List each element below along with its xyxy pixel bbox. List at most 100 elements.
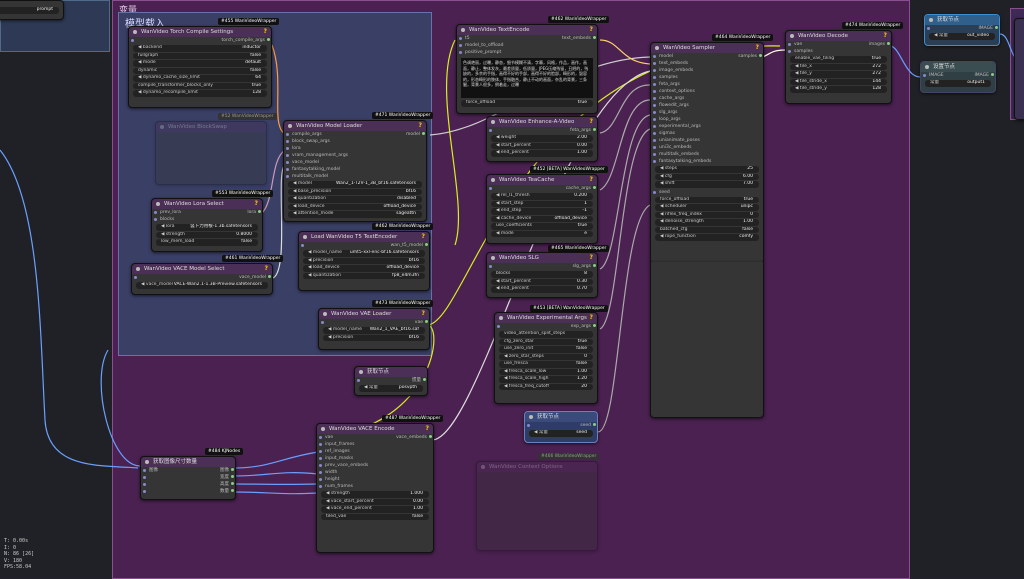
input-cache-args[interactable]: cache_args: [651, 95, 763, 102]
input-prev-vace-embeds[interactable]: prev_vace_embeds: [317, 462, 433, 469]
far-right-partial-node[interactable]: [1014, 18, 1024, 120]
input-experimental-args[interactable]: experimental_args: [651, 123, 763, 130]
help-icon[interactable]: ?: [263, 28, 267, 35]
input-sigmas[interactable]: sigmas: [651, 130, 763, 137]
teacache-node[interactable]: WanVideo TeaCache? cache_args ◀ rel_l1_t…: [486, 174, 598, 244]
help-icon[interactable]: ?: [883, 32, 887, 39]
output-slot[interactable]: feta_args: [487, 127, 597, 134]
input-slg-args[interactable]: slg_args: [651, 109, 763, 116]
output-slot[interactable]: exp_args: [495, 323, 597, 330]
help-icon[interactable]: ?: [254, 200, 258, 207]
input-samples[interactable]: samples: [651, 74, 763, 81]
widget-end-step[interactable]: ◀ end_step-1: [491, 208, 593, 215]
experimental-args-node[interactable]: WanVideo Experimental Args? exp_args vid…: [494, 312, 598, 404]
input-text-embeds[interactable]: text_embeds: [651, 60, 763, 67]
output-width[interactable]: 宽度: [141, 474, 235, 481]
input-ref-images[interactable]: ref_images: [317, 448, 433, 455]
input-height[interactable]: height: [317, 476, 433, 483]
output-slot[interactable]: cache_args: [487, 185, 597, 192]
input-samples[interactable]: samples: [786, 48, 891, 55]
input-multitalk-embeds[interactable]: multitalk_embeds: [651, 151, 763, 158]
input-context-options[interactable]: context_options: [651, 88, 763, 95]
torch-compile-node[interactable]: WanVideo Torch Compile Settings? torch_c…: [128, 26, 272, 108]
output-slot[interactable]: seed: [525, 422, 597, 429]
input-num-frames[interactable]: num_frames: [317, 483, 433, 490]
input-image-embeds[interactable]: image_embeds: [651, 67, 763, 74]
help-icon[interactable]: ?: [755, 44, 759, 51]
output-slot[interactable]: wan_t5_model: [299, 242, 429, 249]
input-blocks[interactable]: blocks: [152, 216, 262, 223]
input-lora[interactable]: lora: [284, 145, 426, 152]
input-input-frames[interactable]: input_frames: [317, 441, 433, 448]
help-icon[interactable]: ?: [418, 122, 422, 129]
help-icon[interactable]: ?: [589, 26, 593, 33]
enhance-video-node[interactable]: WanVideo Enhance-A-Video? feta_args ◀ we…: [486, 116, 598, 162]
help-icon[interactable]: ?: [421, 310, 425, 317]
context-options-node[interactable]: WanVideo Context Options: [476, 461, 598, 551]
image-size-node[interactable]: 获取图像尺寸数量 图像图像 宽度 高度 数量: [140, 456, 236, 500]
input-feta-args[interactable]: feta_args: [651, 81, 763, 88]
input-image[interactable]: 图像图像: [141, 467, 235, 474]
left-partial-node[interactable]: prompt: [0, 0, 64, 20]
help-icon[interactable]: ?: [421, 233, 425, 240]
input-uni3c-embeds[interactable]: uni3c_embeds: [651, 144, 763, 151]
output-slot[interactable]: IMAGE: [925, 25, 999, 32]
help-icon[interactable]: ?: [589, 254, 593, 261]
